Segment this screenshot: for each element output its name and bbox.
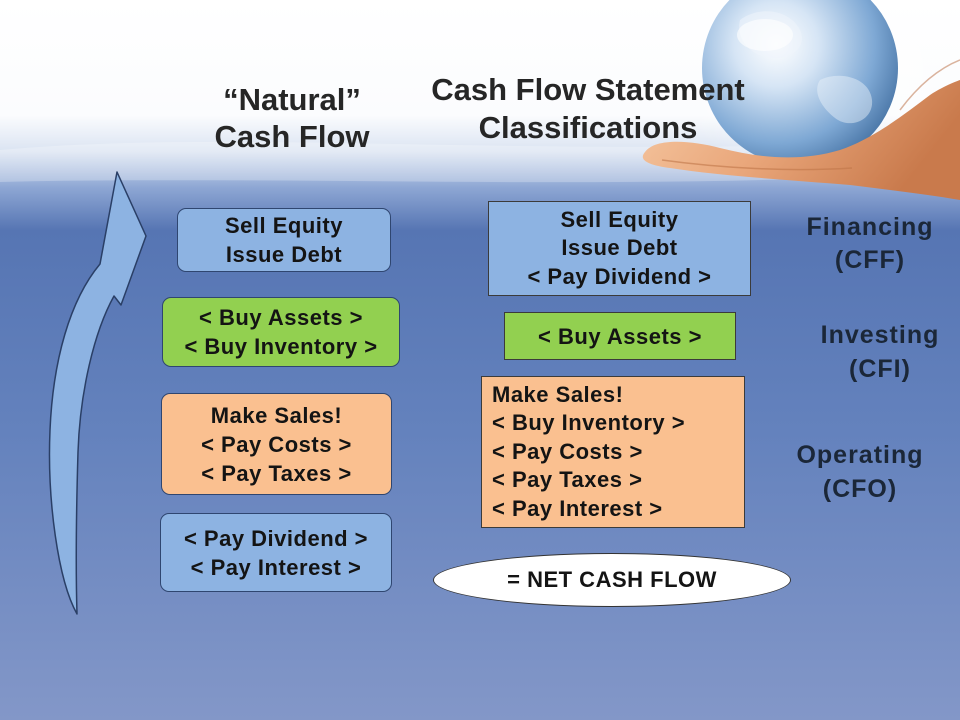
statement-title-line2: Classifications <box>478 110 698 145</box>
natural-box-line: < Buy Inventory > <box>184 334 378 359</box>
statement-box-line: < Pay Taxes > <box>492 467 643 493</box>
natural-box-line: < Pay Interest > <box>190 554 362 580</box>
category-label-investing: Investing (CFI) <box>805 318 955 386</box>
statement-box-line: Make Sales! <box>492 381 624 407</box>
natural-box-line: < Pay Taxes > <box>201 460 352 486</box>
statement-box-line: Issue Debt <box>561 235 678 261</box>
statement-box-line: < Pay Dividend > <box>527 263 712 289</box>
natural-box-line: < Buy Assets > <box>199 305 363 330</box>
statement-classifications-title: Cash Flow Statement Classifications <box>418 71 758 147</box>
statement-box-line: < Buy Assets > <box>538 323 702 349</box>
statement-title-line1: Cash Flow Statement <box>431 72 745 107</box>
natural-box-investing: < Buy Assets > < Buy Inventory > <box>162 297 400 367</box>
natural-cash-flow-title: “Natural” Cash Flow <box>182 81 402 155</box>
category-label-financing: Financing (CFF) <box>795 211 945 277</box>
statement-box-line: Sell Equity <box>560 206 679 232</box>
natural-box-financing-pay: < Pay Dividend > < Pay Interest > <box>160 513 392 592</box>
category-code: (CFI) <box>849 355 911 383</box>
natural-title-line1: “Natural” <box>223 82 361 117</box>
category-name: Investing <box>820 321 940 349</box>
curved-up-arrow-icon <box>48 171 147 615</box>
statement-box-investing: < Buy Assets > <box>504 312 736 360</box>
natural-box-financing-raise: Sell Equity Issue Debt <box>177 208 391 272</box>
statement-box-line: < Pay Costs > <box>492 438 643 464</box>
category-label-operating: Operating (CFO) <box>785 438 935 506</box>
net-cash-flow-label: = NET CASH FLOW <box>507 567 717 592</box>
statement-box-line: < Pay Interest > <box>492 495 663 521</box>
globe-in-hand-image <box>642 0 960 200</box>
statement-box-line: < Buy Inventory > <box>492 410 686 436</box>
category-code: (CFF) <box>834 246 906 274</box>
net-cash-flow-ellipse: = NET CASH FLOW <box>433 553 791 607</box>
category-code: (CFO) <box>822 475 898 503</box>
curved-up-arrow-icon <box>48 171 147 615</box>
natural-box-line: Issue Debt <box>225 242 343 267</box>
natural-title-line2: Cash Flow <box>214 119 370 154</box>
category-name: Operating <box>796 441 924 469</box>
statement-box-financing: Sell Equity Issue Debt < Pay Dividend > <box>488 201 751 296</box>
natural-box-line: < Pay Costs > <box>201 431 352 457</box>
natural-box-line: Make Sales! <box>210 402 343 428</box>
statement-box-operating: Make Sales! < Buy Inventory > < Pay Cost… <box>481 376 745 528</box>
natural-box-operating: Make Sales! < Pay Costs > < Pay Taxes > <box>161 393 392 495</box>
natural-box-line: Sell Equity <box>225 213 343 238</box>
category-name: Financing <box>806 213 934 241</box>
natural-box-line: < Pay Dividend > <box>183 525 369 551</box>
